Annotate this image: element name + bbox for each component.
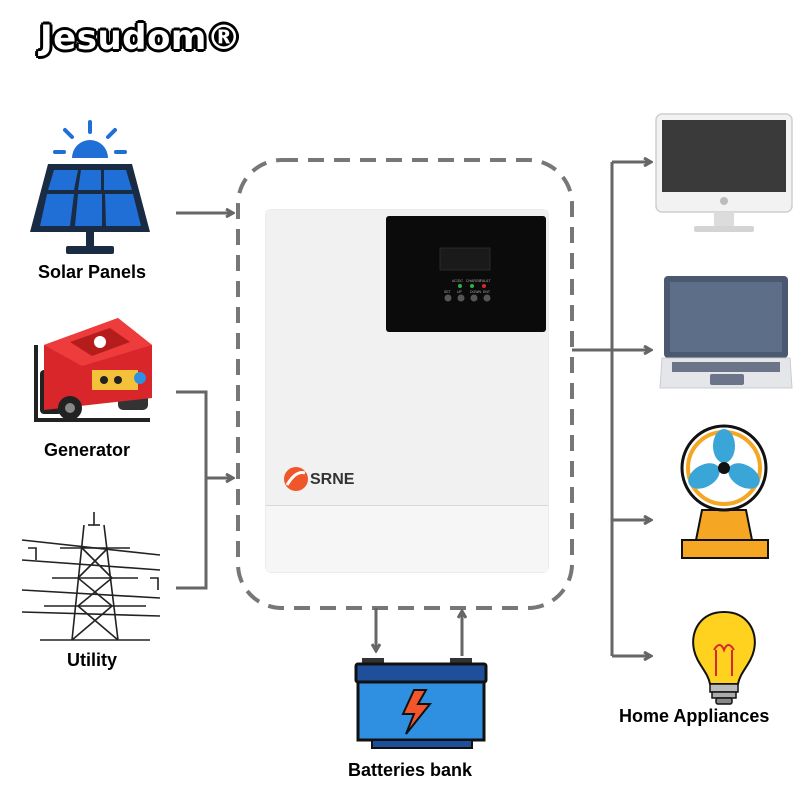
brand-logo-text: Jesudom® [40, 18, 242, 58]
inverter-button-label: DOWN [470, 290, 482, 294]
power-tower-icon [21, 512, 161, 641]
inverter-indicator-label: CHARGE [466, 279, 482, 283]
inverter-button-label: ENT [483, 290, 491, 294]
generator-label: Generator [44, 440, 131, 460]
dashed-system-boundary [236, 158, 574, 610]
utility-label: Utility [67, 650, 118, 670]
solar-panel-icon [30, 120, 150, 254]
laptop-icon [659, 276, 793, 389]
inverter-indicator-label: FAULT [480, 279, 491, 283]
inverter-brand-label: SRNE [310, 471, 355, 488]
inverter-button-label: SET [444, 290, 452, 294]
inverter-icon [265, 209, 549, 573]
batteries-bank-label: Batteries bank [348, 760, 473, 780]
battery-arrows [376, 608, 462, 656]
home-appliances-label: Home Appliances [619, 706, 770, 726]
generator-icon [34, 318, 152, 422]
fan-icon [680, 424, 769, 559]
inverter-display-panel [386, 216, 546, 332]
light-bulb-icon [692, 610, 756, 705]
output-arrows [572, 162, 650, 656]
srne-logo-mark [284, 467, 308, 491]
inverter-indicator-label: AC/DC [452, 279, 463, 283]
battery-icon [354, 658, 488, 749]
solar-panels-label: Solar Panels [38, 262, 147, 282]
inverter-button-label: UP [457, 290, 463, 294]
generator-utility-merge-arrow [176, 390, 232, 590]
monitor-icon [655, 113, 793, 232]
